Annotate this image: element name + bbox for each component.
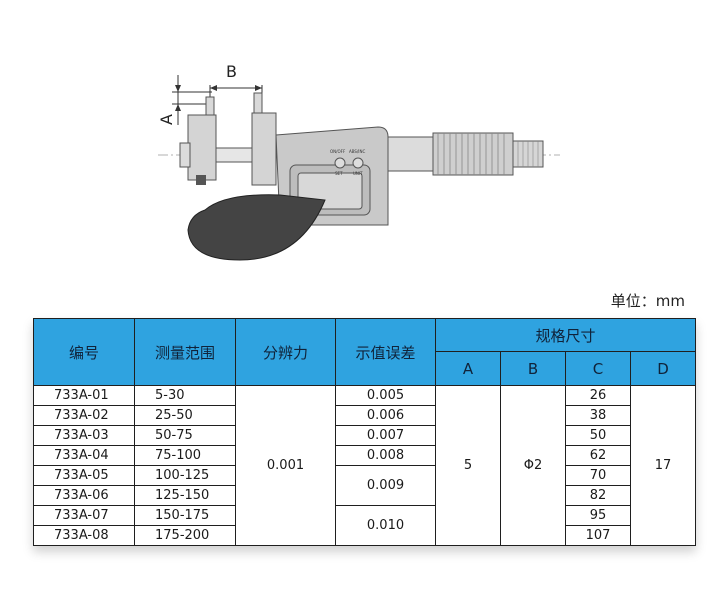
- table-row: 733A-03 50-75 0.007 50: [33, 425, 696, 446]
- cell-c: 95: [565, 505, 631, 526]
- movable-jaw: [251, 112, 277, 186]
- table-row: 733A-06 125-150 82: [33, 485, 696, 506]
- cell-range: 50-75: [134, 425, 236, 446]
- header-spec: 规格尺寸: [435, 318, 696, 352]
- cell-d: 17: [630, 385, 696, 546]
- cell-range: 125-150: [134, 485, 236, 506]
- cell-c: 50: [565, 425, 631, 446]
- cell-c: 107: [565, 525, 631, 546]
- cell-code: 733A-02: [33, 405, 135, 426]
- cell-code: 733A-06: [33, 485, 135, 506]
- cell-c: 62: [565, 445, 631, 466]
- cell-range: 25-50: [134, 405, 236, 426]
- header-a: A: [435, 351, 501, 386]
- abs-inc-label: ABS/INC: [349, 149, 365, 154]
- header-range: 测量范围: [134, 318, 236, 386]
- unit-label: 单位：mm: [610, 292, 685, 310]
- cell-resolution: 0.001: [235, 385, 336, 546]
- cell-code: 733A-01: [33, 385, 135, 406]
- header-resolution: 分辨力: [235, 318, 336, 386]
- dim-a-label: A: [157, 114, 176, 125]
- cell-a: 5: [435, 385, 501, 546]
- cell-code: 733A-05: [33, 465, 135, 486]
- cell-range: 175-200: [134, 525, 236, 546]
- table-row: 733A-07 150-175 0.010 95: [33, 505, 696, 546]
- micrometer-drawing: A B ON/OFF ABS/INC SET UNIT: [157, 62, 560, 261]
- cell-error: 0.008: [335, 445, 436, 466]
- table-row: 733A-04 75-100 0.008 62: [33, 445, 696, 466]
- cell-range: 150-175: [134, 505, 236, 526]
- cell-c: 70: [565, 465, 631, 486]
- header-d: D: [630, 351, 696, 386]
- cell-range: 75-100: [134, 445, 236, 466]
- sleeve: [387, 136, 434, 172]
- set-label: SET: [335, 171, 343, 176]
- cell-code: 733A-03: [33, 425, 135, 446]
- cell-code: 733A-04: [33, 445, 135, 466]
- fixed-jaw: [187, 114, 217, 181]
- cell-error: 0.009: [335, 465, 436, 506]
- cell-range: 5-30: [134, 385, 236, 406]
- cell-code: 733A-07: [33, 505, 135, 526]
- cell-error: 0.010: [335, 505, 436, 546]
- table-row: 733A-08 175-200 107: [33, 525, 696, 546]
- cell-error: 0.006: [335, 405, 436, 426]
- dim-b-label: B: [226, 62, 237, 81]
- cell-b: Φ2: [500, 385, 566, 546]
- grip-handle: [187, 194, 326, 261]
- lock-screw: [196, 175, 206, 185]
- cell-c: 26: [565, 385, 631, 406]
- abs-inc-button: [352, 157, 364, 169]
- cell-c: 82: [565, 485, 631, 506]
- cell-error: 0.007: [335, 425, 436, 446]
- spec-table: 编号 测量范围 分辨力 示值误差 规格尺寸 A B C D 733A-01 5-…: [33, 318, 696, 546]
- on-off-label: ON/OFF: [330, 149, 346, 154]
- thimble: [432, 132, 514, 176]
- unit-label-small: UNIT: [353, 171, 363, 176]
- cell-error: 0.005: [335, 385, 436, 406]
- cell-c: 38: [565, 405, 631, 426]
- header-code: 编号: [33, 318, 135, 386]
- cell-range: 100-125: [134, 465, 236, 486]
- cell-code: 733A-08: [33, 525, 135, 546]
- table-row: 733A-02 25-50 0.006 38: [33, 405, 696, 426]
- table-row: 733A-01 5-30 0.001 0.005 5 Φ2 26 17: [33, 385, 696, 546]
- table-row: 733A-05 100-125 0.009 70: [33, 465, 696, 506]
- on-off-button: [334, 157, 346, 169]
- header-c: C: [565, 351, 631, 386]
- header-error: 示值误差: [335, 318, 436, 386]
- header-b: B: [500, 351, 566, 386]
